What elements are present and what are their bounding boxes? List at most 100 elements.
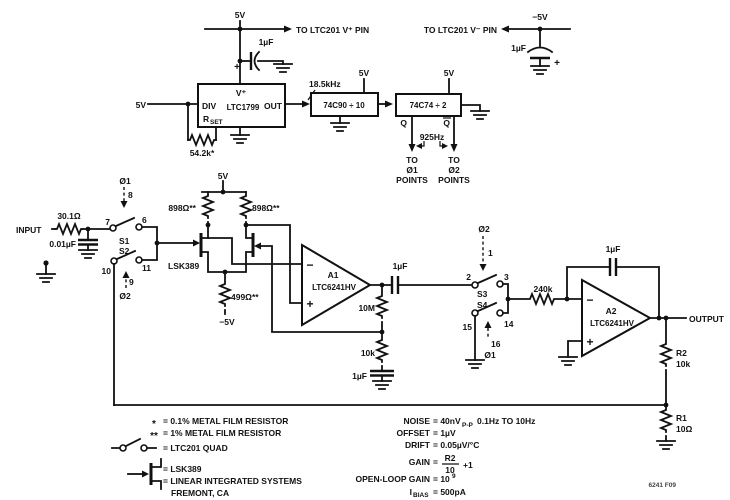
ibias-label: I [410, 487, 412, 497]
input-resistor-label: 30.1Ω [57, 211, 81, 221]
ltc1799-oscillator: V⁺ DIV LTC1799 OUT R SET 5V 54.2k* 18.5k… [136, 79, 341, 158]
gain-denominator: 10 [445, 465, 455, 475]
drain-resistor-left [200, 191, 216, 226]
ground-icon [465, 359, 485, 369]
pin7-label: 7 [105, 217, 110, 227]
pin8-label: 8 [128, 190, 133, 200]
arrow-right-icon [385, 100, 393, 108]
s1-label: S1 [119, 236, 130, 246]
s1-phi1-label: Ø1 [119, 176, 131, 186]
rset-resistor [187, 132, 217, 148]
arrow-down-icon [450, 144, 458, 152]
arrow-right-icon [302, 100, 310, 108]
gain-equals: = [433, 457, 438, 467]
ground-icon [558, 356, 578, 366]
rset-sub-label: SET [210, 119, 223, 126]
ibias-subscript: BIAS [413, 492, 429, 499]
arrow-down-icon [479, 264, 487, 271]
ground-icon [330, 122, 350, 132]
jfet-5v-label: 5V [218, 171, 229, 181]
coupling-cap-label: 1µF [393, 261, 408, 271]
cap-value-label: 1µF [259, 37, 274, 47]
lsk389-legend-text: = LSK389 [163, 464, 202, 474]
to-label: TO [448, 155, 460, 165]
resistor-r2 [658, 317, 674, 406]
arrow-right-icon [284, 25, 292, 33]
double-star-text: = 1% METAL FILM RESISTOR [163, 428, 281, 438]
s2-label: S2 [119, 246, 130, 256]
a1-name-label: A1 [328, 270, 339, 280]
ltc1799-box [197, 83, 286, 128]
gain-resistor-10k [374, 331, 390, 372]
a1-part-label: LTC6241HV [312, 283, 357, 292]
a2-name-label: A2 [606, 306, 617, 316]
ground-icon [230, 134, 250, 144]
gain-label: GAIN [409, 457, 430, 467]
freq-925hz-label: 925Hz [420, 132, 445, 142]
div-pin-label: DIV [202, 101, 217, 111]
integrator-cap-label: 1µF [606, 244, 621, 254]
pin1-label: 1 [488, 248, 493, 258]
s2-blade [115, 249, 137, 261]
drift-value: = 0.05µV/°C [433, 440, 479, 450]
drain-resistor-right [238, 191, 254, 226]
noise-label: NOISE [404, 416, 431, 426]
s4-blade [476, 301, 498, 313]
pin16-label: 16 [491, 339, 501, 349]
jfet-gate-arrow-icon [193, 239, 200, 247]
output-label: OUTPUT [689, 314, 725, 324]
s1-blade [114, 216, 136, 228]
74c90-5v-label: 5V [359, 68, 370, 78]
a2-minus-input: − [586, 293, 593, 307]
noise-value2: 0.1Hz TO 10Hz [477, 416, 535, 426]
lis-legend-text2: FREMONT, CA [171, 488, 229, 498]
ground-icon [273, 63, 293, 73]
a1-plus-input: + [306, 297, 313, 311]
supply-5v-label: 5V [235, 10, 246, 20]
resistor-10k-label: 10k [361, 348, 375, 358]
r2-label: R2 [676, 348, 687, 358]
resistor-240k-label: 240k [534, 284, 553, 294]
a1-amplifier-section: − + A1 LTC6241HV 1µF 10M 10k 1µF [207, 224, 473, 390]
q-output-label: Q [400, 118, 407, 128]
noise-value: = 40nV [433, 416, 461, 426]
drift-label: DRIFT [405, 440, 431, 450]
ground-icon [530, 65, 550, 75]
ground-icon [656, 440, 676, 450]
lis-legend-text: = LINEAR INTEGRATED SYSTEMS [163, 476, 302, 486]
out-pin-label: OUT [264, 101, 283, 111]
resistor-10m-label: 10M [358, 303, 375, 313]
to-label: TO [406, 155, 418, 165]
74c90-label: 74C90 ÷ 10 [323, 101, 365, 110]
specs-section: NOISE = 40nV P-P 0.1Hz TO 10Hz OFFSET = … [356, 416, 677, 499]
a1-minus-input: − [306, 258, 313, 272]
cap-plus-sign: + [554, 58, 560, 69]
r2-value-label: 10k [676, 359, 690, 369]
bypass-cap-label: 1µF [352, 371, 367, 381]
neg5v-label: −5V [219, 317, 235, 327]
to-ltc201-vminus-label: TO LTC201 V⁻ PIN [424, 25, 497, 35]
r1-value-label: 10Ω [676, 424, 692, 434]
a2-part-label: LTC6241HV [590, 319, 635, 328]
vplus-pin-label: V⁺ [236, 88, 247, 98]
s3-pin2-contact [471, 281, 479, 289]
offset-label: OFFSET [396, 428, 430, 438]
integrator-cap [608, 258, 618, 276]
open-loop-gain-value: = 10 [433, 474, 450, 484]
feedback-resistor-10m [374, 284, 390, 333]
gain-numerator: R2 [445, 453, 456, 463]
s2-phi2-label: Ø2 [119, 291, 131, 301]
noise-subscript: P-P [462, 422, 474, 429]
negative-supply-section: −5V TO LTC201 V⁻ PIN + 1µF [424, 12, 571, 75]
pin10-label: 10 [102, 266, 112, 276]
jfet-pair-section: 5V 898Ω** 898Ω** 499Ω** −5V LSK389 [168, 171, 383, 333]
open-loop-gain-exponent: 9 [452, 473, 456, 480]
drain-resistor-right-label: 898Ω** [252, 203, 280, 213]
s3-blade [476, 273, 498, 285]
arrow-up-icon [484, 321, 492, 328]
lsk389-label: LSK389 [168, 261, 199, 271]
pin11-label: 11 [142, 263, 151, 273]
offset-value: = 1µV [433, 428, 456, 438]
supply-neg5v-label: −5V [532, 12, 548, 22]
input-resistor [54, 221, 84, 237]
